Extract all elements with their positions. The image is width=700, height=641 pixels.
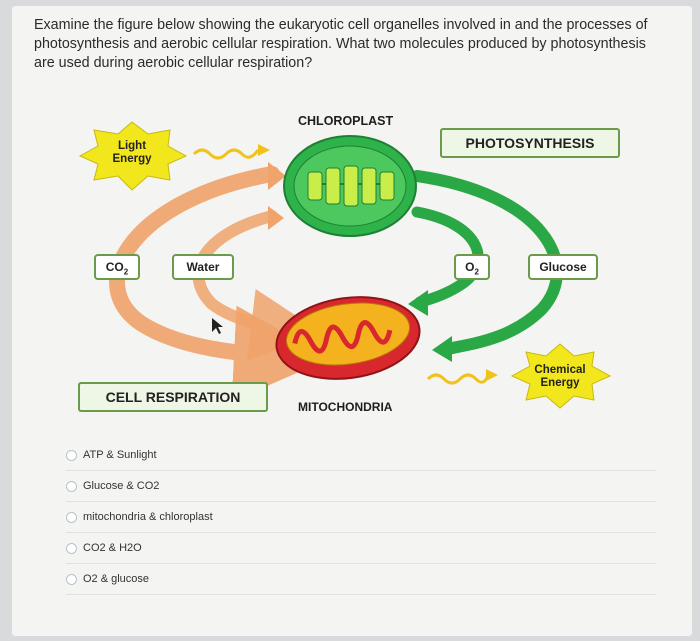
green-arrowhead-inner <box>408 290 428 316</box>
radio-button[interactable] <box>66 480 77 492</box>
water-label: Water <box>172 254 234 280</box>
cell-respiration-label: CELL RESPIRATION <box>78 382 268 412</box>
o2-label: O2 <box>454 254 490 280</box>
light-energy-text: Light Energy <box>112 140 152 165</box>
answer-option[interactable]: Glucose & CO2 <box>66 471 656 502</box>
chemical-energy-star <box>510 343 612 409</box>
figure-drawing <box>78 121 612 409</box>
green-arrow-outer <box>411 170 563 355</box>
radio-button[interactable] <box>66 511 77 523</box>
radio-button[interactable] <box>66 573 77 585</box>
answer-option[interactable]: O2 & glucose <box>66 564 656 595</box>
green-arrowhead-outer <box>432 336 452 362</box>
answer-option[interactable]: ATP & Sunlight <box>66 440 656 471</box>
chemical-energy-text: Chemical Energy <box>534 364 586 389</box>
orange-arrow-inner <box>192 210 323 361</box>
answer-option[interactable]: mitochondria & chloroplast <box>66 502 656 533</box>
answer-options: ATP & Sunlight Glucose & CO2 mitochondri… <box>66 440 656 595</box>
answer-option-label: CO2 & H2O <box>83 542 142 554</box>
orange-arrow-outer <box>109 166 330 402</box>
co2-label: CO2 <box>94 254 140 280</box>
answer-option-label: ATP & Sunlight <box>83 449 157 461</box>
question-text: Examine the figure below showing the euk… <box>34 17 648 71</box>
orange-arrowhead-mid <box>268 206 284 230</box>
mitochondrion-drawing <box>275 296 421 380</box>
radio-button[interactable] <box>66 542 77 554</box>
answer-option-label: O2 & glucose <box>83 573 150 585</box>
chloroplast-drawing <box>283 135 417 237</box>
chloroplast-label: CHLOROPLAST <box>298 114 394 128</box>
glucose-label: Glucose <box>528 254 598 280</box>
mouse-cursor <box>212 318 223 334</box>
chemical-squiggle-head <box>486 369 498 381</box>
light-squiggle-arrow <box>192 148 260 160</box>
light-energy-star <box>78 121 188 191</box>
orange-arrowhead-top <box>268 162 286 190</box>
photosynthesis-label: PHOTOSYNTHESIS <box>440 128 620 158</box>
cell-organelles-figure: CHLOROPLAST MITOCHONDRIA PHOTOSYNTHESIS … <box>72 104 632 430</box>
radio-button[interactable] <box>66 449 77 461</box>
mitochondria-label: MITOCHONDRIA <box>298 400 393 414</box>
light-squiggle-head <box>258 144 270 156</box>
answer-option[interactable]: CO2 & H2O <box>66 533 656 564</box>
answer-option-label: Glucose & CO2 <box>83 480 160 492</box>
chemical-squiggle-arrow <box>426 373 490 385</box>
answer-option-label: mitochondria & chloroplast <box>83 511 213 523</box>
